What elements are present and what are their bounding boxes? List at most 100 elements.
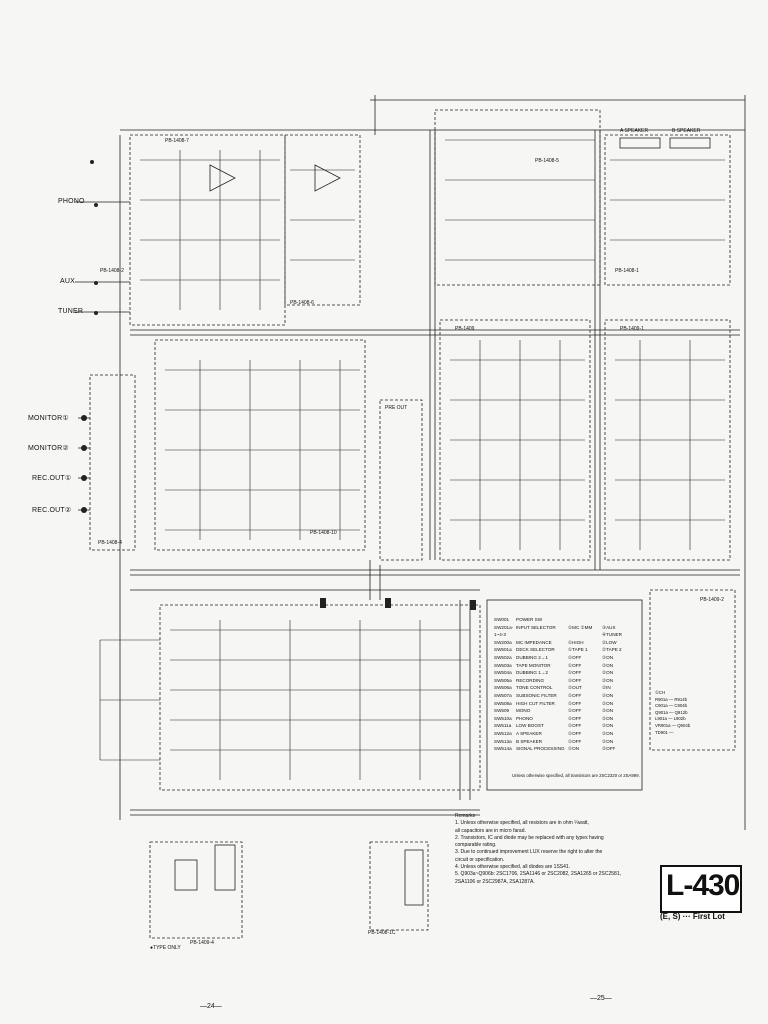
switch-cell: DECK SELECTOR [516, 647, 555, 653]
switch-cell: ②ON [602, 708, 614, 714]
page-number-right: —25— [590, 995, 612, 1002]
board-pb1408-5: PB-1408-5 [535, 158, 559, 164]
switch-cell: SUBSONIC FILTER [516, 692, 557, 698]
remark-line: 4. Unless otherwise specified, all diode… [455, 864, 571, 871]
switch-cell: RECORDING [516, 677, 545, 683]
switch-cell: SW001 [494, 617, 510, 622]
rec-out1-label: REC.OUT① [32, 475, 72, 482]
remarks-block: Remarks 1. Unless otherwise specified, a… [455, 813, 645, 886]
switch-cell [568, 616, 602, 624]
switch-cell: ①OFF [568, 715, 582, 721]
switch-cell: ①MC ②MM [568, 624, 593, 630]
switch-cell: SW505a [494, 677, 512, 683]
switch-cell: SW201a-1~4-3 [494, 624, 514, 638]
board-pb1408-6: PB-1408-6 [290, 300, 314, 306]
remark-line: 2. Transistors, IC and diode may be repl… [455, 834, 604, 841]
remark-line: all capacitors are in micro farad. [455, 827, 526, 834]
switch-cell: ②ON [602, 654, 614, 660]
parts-list-item: VR901a — Q904b [655, 722, 691, 728]
switch-cell: DUBBING 1→2 [516, 670, 548, 676]
remark-line: 2SA1106 or 2SC2987A, 2SA1287A. [455, 878, 535, 885]
switch-cell: ②IN [602, 685, 611, 691]
switch-cell: ②ON [602, 670, 614, 676]
board-pb1409-4: PB-1409-4 [190, 940, 214, 946]
switch-cell: DUBBING 2→1 [516, 654, 548, 660]
switch-cell: SW501a [494, 647, 512, 653]
switch-cell: ①OFF [568, 730, 582, 736]
b-speaker-label: B SPEAKER [672, 128, 701, 134]
board-pb1409-1: PB-1409-1 [620, 326, 644, 332]
switch-cell: ②ON [602, 730, 614, 736]
parts-list-item: C901a — C904b [655, 703, 688, 709]
board-pb1408-7: PB-1408-7 [165, 138, 189, 144]
switch-cell: SW507a [494, 692, 512, 698]
switch-cell: SW511a [494, 723, 512, 729]
transistor-note: Unless otherwise specified, all transist… [512, 773, 640, 778]
aux-input-label: AUX [60, 278, 75, 285]
switch-cell: SW504a [494, 670, 512, 676]
remark-line: 3. Due to continued improvement LUX rese… [455, 849, 603, 856]
switch-cell: SW509 [494, 708, 510, 714]
switch-cell: MC IMPEDANCE [516, 639, 552, 645]
switch-cell: SW510a [494, 715, 512, 721]
switch-cell: SW512a [494, 730, 512, 736]
switch-cell: ②ON [602, 700, 614, 706]
model-lot: (E, S) ··· First Lot [660, 912, 725, 921]
switch-cell: SIGNAL PROCESSING [516, 746, 565, 752]
switch-cell: ②ON [602, 662, 614, 668]
remark-line: 1. Unless otherwise specified, all resis… [455, 820, 589, 827]
switch-cell: ③AUX ④TUNER [602, 624, 622, 638]
monitor2-label: MONITOR② [28, 445, 69, 452]
switch-cell: ②TAPE 2 [602, 647, 622, 653]
parts-list-item: TD901 — [655, 729, 674, 735]
switch-cell: INPUT SELECTOR [516, 624, 556, 630]
switch-cell: SW514a [494, 746, 512, 752]
switch-cell: ①OFF [568, 692, 582, 698]
switch-cell: A SPEAKER [516, 730, 542, 736]
switch-cell: ①HIGH [568, 639, 584, 645]
switch-cell: SW502a [494, 654, 512, 660]
monitor1-label: MONITOR① [28, 415, 69, 422]
switch-cell: ②ON [602, 715, 614, 721]
page-number-left: —24— [200, 1003, 222, 1010]
board-pb1408-1: PB-1408-1 [615, 268, 639, 274]
switch-cell: TAPE MONITOR [516, 662, 551, 668]
remark-line: comparable rating. [455, 842, 497, 849]
model-box: L-430 [660, 865, 742, 913]
switch-row: SW504a DUBBING 1→2 ①OFF ②ON [494, 669, 636, 677]
switch-cell: ①TAPE 1 [568, 647, 588, 653]
switch-cell: ①OFF [568, 670, 582, 676]
board-pb1409-2: PB-1409-2 [700, 597, 724, 603]
board-pb1408-1c: PB-1408-1C [368, 930, 396, 936]
rec-out2-label: REC.OUT② [32, 507, 72, 514]
switch-cell: ①OFF [568, 723, 582, 729]
switch-cell: TONE CONTROL [516, 685, 553, 691]
remark-line: circuit or specification. [455, 856, 505, 863]
switch-cell: B SPEAKER [516, 738, 543, 744]
board-pb1408-2: PB-1408-2 [100, 268, 124, 274]
remarks-title: Remarks [455, 813, 476, 819]
parts-list-item: Q901a — Q912b [655, 709, 688, 715]
switch-cell: ①OFF [568, 677, 582, 683]
board-pb1409: PB-1409 [455, 326, 475, 332]
phono-input-label: PHONO [58, 198, 85, 205]
switch-cell: POWER SW [516, 617, 543, 622]
switch-cell: SW513a [494, 738, 512, 744]
board-pb1408-10: PB-1408-10 [310, 530, 337, 536]
